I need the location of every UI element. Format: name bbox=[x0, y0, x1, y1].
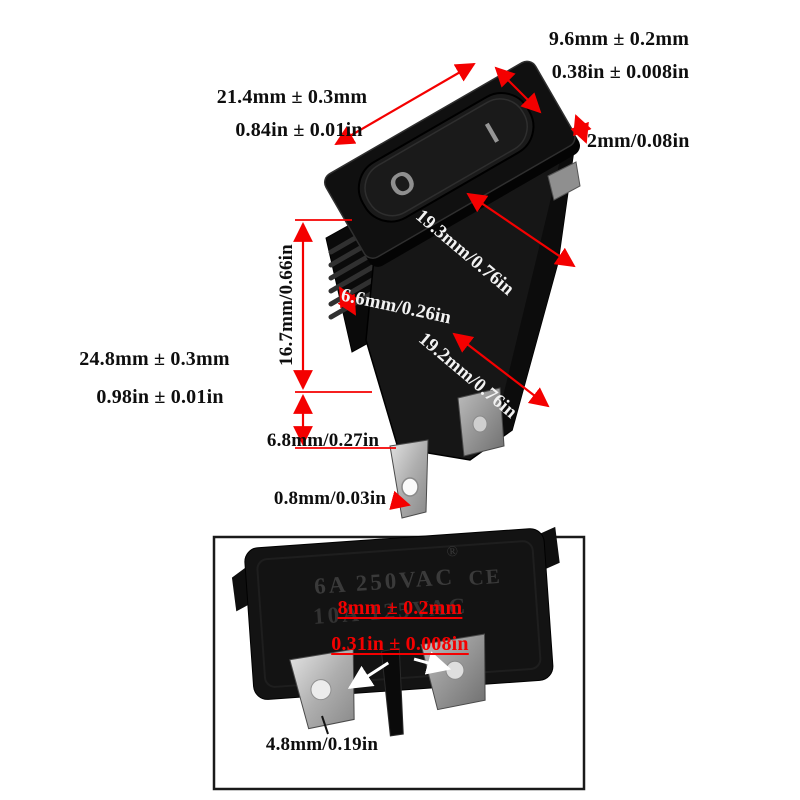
front-terminal-hole bbox=[401, 477, 419, 497]
dim-flange-lip: 2mm/0.08in bbox=[587, 130, 690, 152]
dim-total-height-mm: 24.8mm ± 0.3mm bbox=[79, 348, 230, 370]
dim-top-width-mm: 21.4mm ± 0.3mm bbox=[216, 86, 368, 108]
rear-terminal bbox=[547, 161, 581, 201]
dim-terminal-length: 6.8mm/0.27in bbox=[266, 430, 380, 451]
middle-pin bbox=[380, 647, 404, 737]
pin-spacing-arrow-right bbox=[413, 651, 452, 675]
dim-pin-spacing-in: 0.31in ± 0.008in bbox=[331, 633, 469, 655]
dim-terminal-thickness: 0.8mm/0.03in bbox=[273, 488, 387, 509]
terminal-width-leader bbox=[321, 715, 329, 735]
bottom-terminal-left-hole bbox=[310, 679, 332, 701]
dim-rocker-width-in: 0.38in ± 0.008in bbox=[551, 61, 690, 83]
registered-mark: ® bbox=[446, 544, 458, 561]
bottom-body-edge bbox=[256, 540, 542, 688]
dim-rocker-width-mm: 9.6mm ± 0.2mm bbox=[548, 28, 690, 50]
dim-pin-spacing-mm: 8mm ± 0.2mm bbox=[337, 597, 463, 619]
dim-top-width-in: 0.84in ± 0.01in bbox=[235, 119, 363, 141]
switch-bottom-view: 6A 250VAC 10A 125VAC ® CE bbox=[231, 526, 560, 737]
dim-total-height-in: 0.98in ± 0.01in bbox=[96, 386, 224, 408]
dimension-lines bbox=[293, 63, 592, 510]
dim-terminal-width: 4.8mm/0.19in bbox=[265, 734, 379, 755]
dim-body-height: 16.7mm/0.66in bbox=[276, 244, 297, 366]
right-terminal-hole bbox=[472, 415, 488, 433]
ce-mark: CE bbox=[468, 564, 503, 590]
pin-spacing-arrow-left bbox=[347, 661, 390, 689]
